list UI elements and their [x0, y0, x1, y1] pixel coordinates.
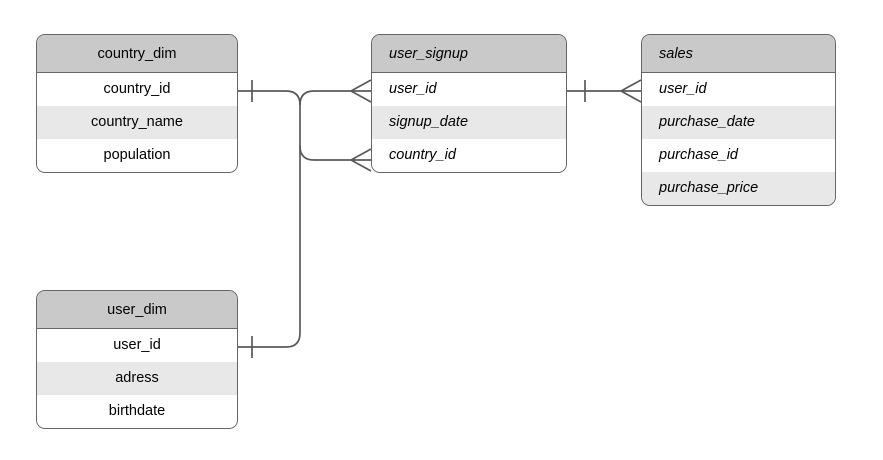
crowsfoot-sales-user-id — [620, 79, 642, 103]
entity-column-country-dim-1: country_name — [37, 106, 237, 139]
entity-table-user-signup[interactable]: user_signup user_id signup_date country_… — [371, 34, 567, 173]
entity-column-user-signup-0: user_id — [372, 73, 566, 106]
entity-column-user-signup-2: country_id — [372, 139, 566, 172]
relationship-userdim-to-signup — [238, 146, 301, 348]
relationship-country-to-signup-userid — [299, 90, 371, 106]
entity-column-country-dim-2: population — [37, 139, 237, 172]
entity-column-user-dim-2: birthdate — [37, 395, 237, 428]
relationship-country-to-signup-countryid — [238, 90, 371, 161]
entity-column-sales-1: purchase_date — [642, 106, 835, 139]
entity-column-country-dim-0: country_id — [37, 73, 237, 106]
crowsfoot-user-signup-user-id — [350, 79, 372, 103]
entity-column-user-signup-1: signup_date — [372, 106, 566, 139]
entity-title-sales: sales — [642, 35, 835, 73]
entity-table-user-dim[interactable]: user_dim user_id adress birthdate — [36, 290, 238, 429]
entity-column-sales-0: user_id — [642, 73, 835, 106]
entity-column-user-dim-0: user_id — [37, 329, 237, 362]
crowsfoot-user-signup-country-id — [350, 148, 372, 172]
entity-title-user-dim: user_dim — [37, 291, 237, 329]
entity-column-user-dim-1: adress — [37, 362, 237, 395]
entity-title-country-dim: country_dim — [37, 35, 237, 73]
entity-table-country-dim[interactable]: country_dim country_id country_name popu… — [36, 34, 238, 173]
entity-table-sales[interactable]: sales user_id purchase_date purchase_id … — [641, 34, 836, 206]
entity-title-user-signup: user_signup — [372, 35, 566, 73]
entity-column-sales-2: purchase_id — [642, 139, 835, 172]
entity-column-sales-3: purchase_price — [642, 172, 835, 205]
